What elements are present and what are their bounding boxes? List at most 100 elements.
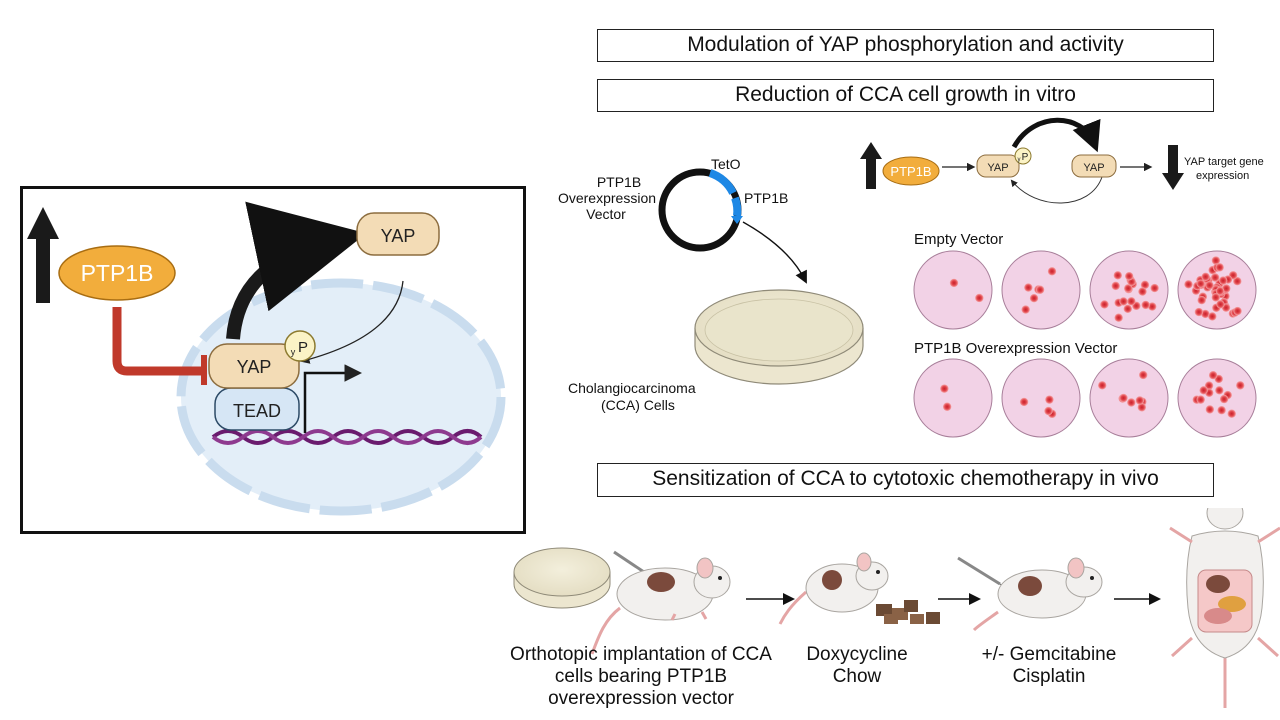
plasmid-and-dish <box>658 168 864 385</box>
nucleus <box>181 283 501 511</box>
colony-cell <box>1119 393 1128 403</box>
svg-text:P: P <box>298 339 308 356</box>
colony-cell <box>1210 273 1220 282</box>
colony-cell <box>1019 397 1029 407</box>
step1-line3: overexpression vector <box>548 688 734 709</box>
transcription-arrow <box>303 364 362 433</box>
colony-dishes <box>913 250 1257 438</box>
ptp1b-vector-row <box>913 358 1257 438</box>
colony-cell <box>1184 280 1193 289</box>
plasmid-to-dish-arrow <box>742 221 807 284</box>
colony-cell <box>940 384 949 393</box>
colony-cell <box>1196 279 1205 288</box>
empty-vector-label: Empty Vector <box>914 231 1004 248</box>
step3-line1: +/- Gemcitabine <box>981 644 1117 665</box>
target-gene-line2: expression <box>1196 170 1250 182</box>
petri-dish <box>694 289 864 385</box>
mouse-3 <box>972 557 1103 632</box>
colony-cell <box>1113 271 1122 280</box>
up-arrow-icon <box>27 207 59 303</box>
header-reduction: Reduction of CCA cell growth in vitro <box>597 79 1214 112</box>
colony-cell <box>1211 256 1221 265</box>
step1-line1: Orthotopic implantation of CCA <box>510 644 772 665</box>
colony-cell <box>1194 307 1204 317</box>
mouse-2 <box>778 552 889 625</box>
colony-cell <box>1217 406 1226 415</box>
colony-cell <box>1199 386 1208 395</box>
pathway-ptp1b <box>882 156 940 186</box>
ptp1b-segment <box>731 196 742 217</box>
svg-text:PTP1B: PTP1B <box>890 164 931 179</box>
culture-dish <box>1001 358 1081 438</box>
colony-cell <box>1227 409 1236 418</box>
cells-label-line2: (CCA) Cells <box>601 397 675 413</box>
step2-line2: Chow <box>832 666 882 687</box>
dephosphorylation-arrow <box>1011 117 1101 153</box>
ptp1b-label: PTP1B <box>81 260 154 286</box>
colony-cell <box>1218 276 1228 285</box>
pathway-yap <box>1071 154 1117 178</box>
vector-ptp1b-label: PTP1B <box>744 190 789 206</box>
colony-cell <box>1119 297 1128 306</box>
teto-segment <box>708 169 737 195</box>
colony-cell <box>1024 283 1033 292</box>
culture-dish <box>1177 358 1257 438</box>
colony-cell <box>1135 396 1145 405</box>
nuclear-entry-arrow <box>300 280 404 364</box>
yap-nuclear-label: YAP <box>237 357 272 377</box>
colony-cell <box>1138 287 1147 296</box>
colony-cell <box>1123 304 1132 314</box>
svg-text:y: y <box>1018 157 1021 163</box>
rephosphorylation-arrow <box>1010 176 1103 204</box>
pathway-up-arrow-icon <box>860 142 882 189</box>
colony-cell <box>1111 281 1120 291</box>
colony-cell <box>1211 293 1221 302</box>
tead-label: TEAD <box>233 401 281 421</box>
colony-cell <box>1140 280 1150 290</box>
dna-helix <box>211 429 483 445</box>
invivo-workflow <box>513 508 1280 708</box>
yap-top-label: YAP <box>381 226 416 246</box>
chow-pellets <box>876 600 940 624</box>
colony-cell <box>1201 309 1210 319</box>
colony-cell <box>1127 297 1136 306</box>
colony-cell <box>1216 300 1225 309</box>
colony-cell <box>1124 284 1133 293</box>
colony-cell <box>1236 381 1245 390</box>
culture-dish <box>1089 358 1169 438</box>
activation-arrow <box>226 201 367 340</box>
colony-cell <box>1029 293 1039 303</box>
colony-cell <box>1139 370 1148 380</box>
colony-cell <box>1100 300 1109 309</box>
dissected-mouse <box>1169 508 1280 708</box>
colony-cell <box>1205 281 1214 290</box>
mechanism-diagram: TEAD YAP y P YAP PTP1B <box>27 201 506 516</box>
yap-nuclear-box <box>208 343 300 389</box>
svg-text:YAP: YAP <box>987 162 1008 174</box>
colony-cell <box>1233 277 1242 286</box>
colony-cell <box>1137 403 1147 412</box>
colony-cell <box>1197 295 1206 305</box>
colony-cell <box>1141 300 1150 310</box>
colony-cell <box>1047 267 1057 276</box>
down-arrow-icon <box>1162 145 1184 190</box>
vector-name-line3: Vector <box>586 206 626 222</box>
colony-cell <box>1124 271 1134 281</box>
mechanism-panel: TEAD YAP y P YAP PTP1B <box>20 186 526 534</box>
implant-dish <box>513 547 611 609</box>
colony-cell <box>1205 405 1215 414</box>
inhibition-line <box>112 307 201 376</box>
pathway-yap-p <box>976 154 1020 178</box>
colony-cell <box>1127 398 1136 407</box>
inhibition-bar <box>201 355 207 385</box>
colony-cell <box>949 278 959 288</box>
colony-cell <box>1021 305 1030 314</box>
colony-cell <box>1044 406 1053 416</box>
colony-cell <box>1215 386 1224 395</box>
ptp1b-ellipse <box>58 245 176 301</box>
teto-label: TetO <box>711 156 741 172</box>
colony-cell <box>1148 302 1157 311</box>
colony-cell <box>1208 312 1217 321</box>
colony-cell <box>1098 381 1107 390</box>
step2-line1: Doxycycline <box>806 644 908 665</box>
